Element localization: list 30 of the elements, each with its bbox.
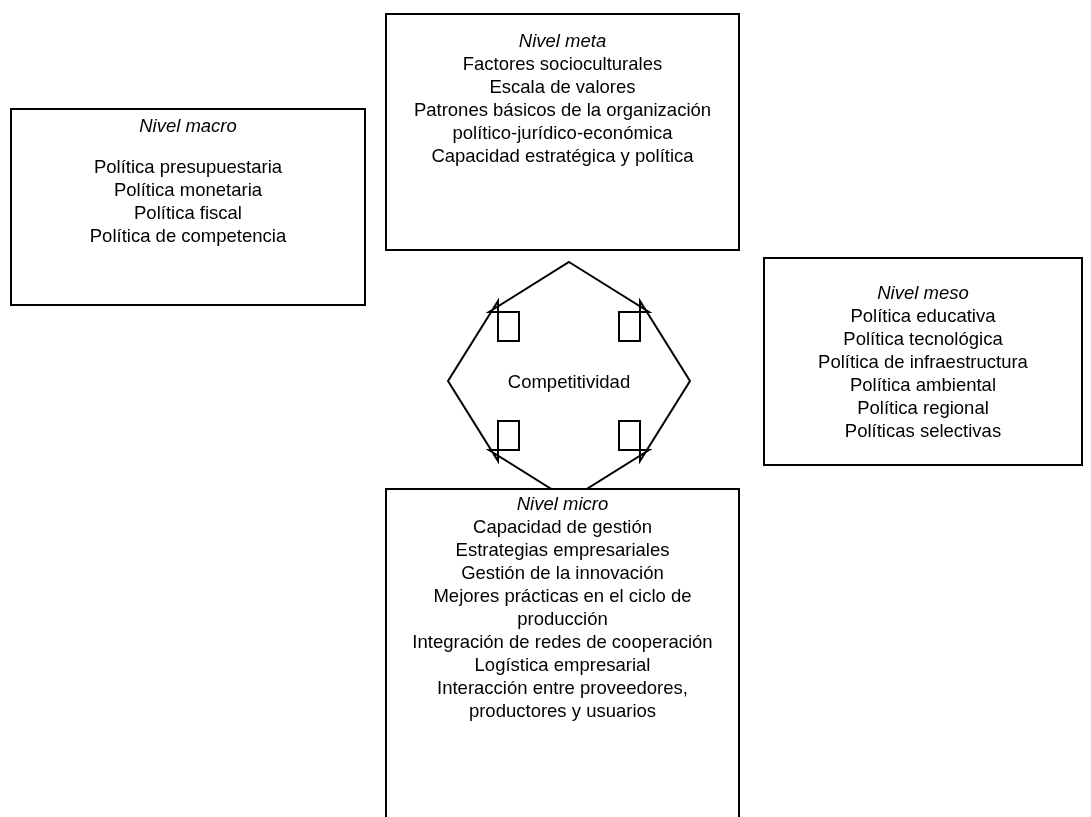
list-item: Capacidad estratégica y política [431, 144, 694, 167]
level-heading: Nivel meso [877, 281, 969, 304]
list-item: Política monetaria [113, 178, 263, 201]
list-item: Política fiscal [134, 201, 242, 224]
level-heading: Nivel macro [139, 114, 237, 137]
level-box [385, 488, 740, 817]
level-box [10, 108, 366, 306]
level-box [763, 257, 1083, 466]
level-heading: Nivel micro [516, 492, 609, 515]
list-item: Políticas selectivas [844, 419, 1002, 442]
list-item: Interacción entre proveedores, productores y usuarios [436, 676, 689, 722]
list-item: Logística empresarial [474, 653, 651, 676]
list-item: Política educativa [850, 304, 996, 327]
list-item: Política ambiental [850, 373, 996, 396]
list-item: Escala de valores [489, 75, 636, 98]
list-item: Política de infraestructura [818, 350, 1028, 373]
list-item: Política regional [857, 396, 989, 419]
center-label: Competitividad [506, 369, 632, 393]
list-item: Mejores prácticas en el ciclo de producción [432, 584, 693, 630]
list-item: Política de competencia [89, 224, 287, 247]
level-box [385, 13, 740, 251]
list-item: Estrategias empresariales [455, 538, 670, 561]
level-heading: Nivel meta [518, 29, 607, 52]
list-item: Patrones básicos de la organización político-jurídico-económica [412, 98, 713, 144]
list-item: Capacidad de gestión [473, 515, 652, 538]
list-item: Política presupuestaria [93, 155, 283, 178]
list-item: Gestión de la innovación [461, 561, 664, 584]
list-item: Política tecnológica [843, 327, 1003, 350]
list-item: Integración de redes de cooperación [412, 630, 713, 653]
list-item: Factores socioculturales [462, 52, 663, 75]
